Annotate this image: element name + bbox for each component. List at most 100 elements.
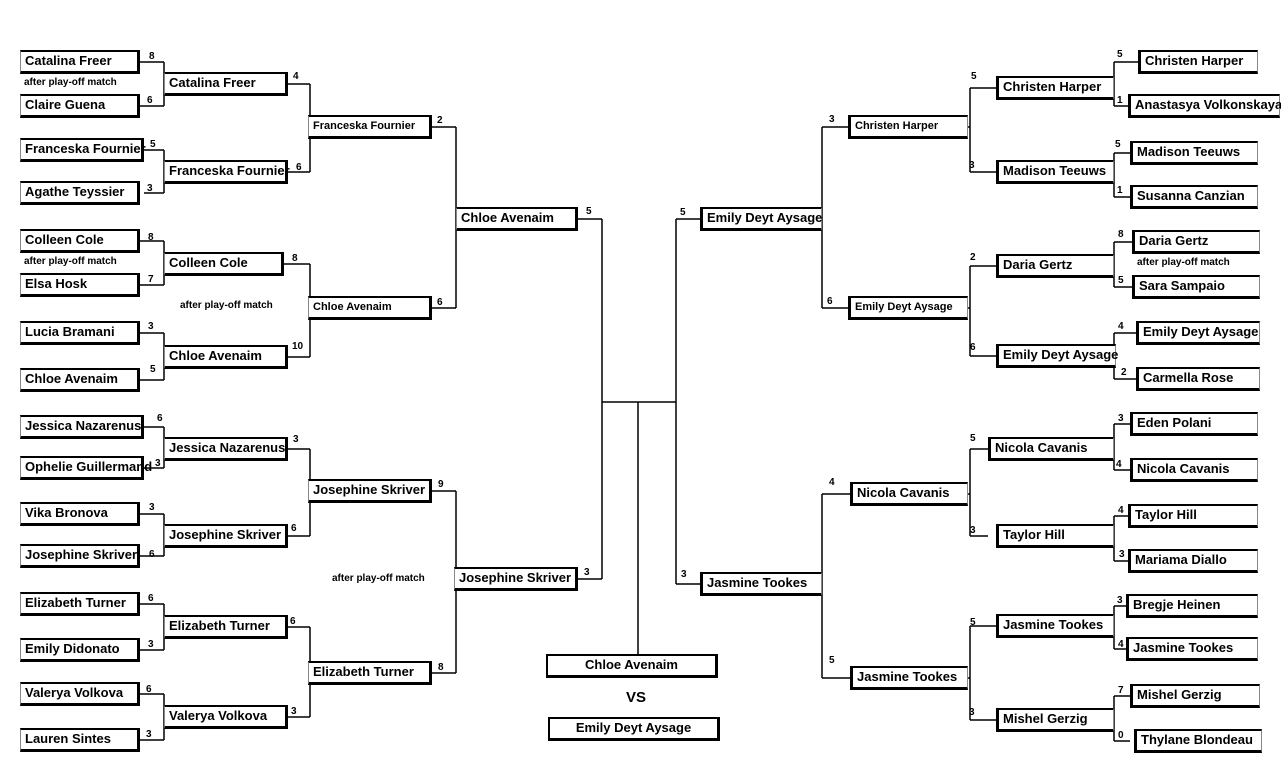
bracket-slot-r12: Mariama Diallo bbox=[1128, 549, 1258, 573]
bracket-slot-b16: Lauren Sintes bbox=[20, 728, 140, 752]
bracket-slot-r15: Mishel Gerzig bbox=[1130, 684, 1260, 708]
bracket-slot-r2c: Daria Gertz bbox=[996, 254, 1114, 278]
bracket-slot-r2: Anastasya Volkonskaya bbox=[1128, 94, 1281, 118]
score-r12: 3 bbox=[1119, 549, 1125, 560]
bracket-slot-r2f: Taylor Hill bbox=[996, 524, 1114, 548]
score-r3b: 6 bbox=[827, 296, 833, 307]
bracket-slot-r3: Madison Teeuws bbox=[1130, 141, 1258, 165]
score-l2a: 4 bbox=[293, 71, 299, 82]
score-r6: 5 bbox=[1118, 275, 1124, 286]
score-l2c: 8 bbox=[292, 253, 298, 264]
bracket-slot-r2b: Madison Teeuws bbox=[996, 160, 1114, 184]
score-b13: 6 bbox=[148, 593, 154, 604]
score-l2g: 6 bbox=[290, 616, 296, 627]
score-r2h: 3 bbox=[969, 707, 975, 718]
score-r4: 1 bbox=[1117, 185, 1123, 196]
score-r4b: 3 bbox=[681, 569, 687, 580]
bracket-slot-b5: Colleen Cole bbox=[20, 229, 140, 253]
bracket-slot-r4a: Emily Deyt Aysage bbox=[700, 207, 822, 231]
score-b6: 7 bbox=[148, 274, 154, 285]
bracket-slot-r5: Daria Gertz bbox=[1132, 230, 1260, 254]
bracket-slot-l2b: Franceska Fournier bbox=[164, 160, 290, 184]
score-l4a: 5 bbox=[586, 206, 592, 217]
bracket-slot-b9: Jessica Nazarenus bbox=[20, 415, 144, 439]
score-r3d: 5 bbox=[829, 655, 835, 666]
score-l3b: 6 bbox=[437, 297, 443, 308]
bracket-slot-b6: Elsa Hosk bbox=[20, 273, 140, 297]
bracket-slot-r1: Christen Harper bbox=[1138, 50, 1258, 74]
bracket-slot-b15: Valerya Volkova bbox=[20, 682, 140, 706]
bracket-slot-b10: Ophelie Guillermand bbox=[20, 456, 152, 480]
score-b4: 3 bbox=[147, 183, 153, 194]
score-l3d: 8 bbox=[438, 662, 444, 673]
bracket-slot-r2e: Nicola Cavanis bbox=[988, 437, 1114, 461]
bracket-slot-r3c: Nicola Cavanis bbox=[850, 482, 968, 506]
score-l2d: 10 bbox=[292, 341, 304, 352]
playoff-note-5: after play-off match bbox=[1137, 257, 1230, 268]
score-b1: 8 bbox=[149, 51, 155, 62]
score-r14: 4 bbox=[1118, 639, 1124, 650]
bracket-slot-b1: Catalina Freer bbox=[20, 50, 140, 74]
score-r9: 3 bbox=[1118, 413, 1124, 424]
score-r13: 3 bbox=[1117, 595, 1123, 606]
final-right-finalist: Emily Deyt Aysage bbox=[548, 717, 720, 741]
score-r2e: 5 bbox=[970, 433, 976, 444]
final-left-finalist: Chloe Avenaim bbox=[546, 654, 718, 678]
score-l2f: 6 bbox=[291, 523, 297, 534]
bracket-slot-r13: Bregje Heinen bbox=[1126, 594, 1258, 618]
score-r2f: 3 bbox=[970, 525, 976, 536]
score-r15: 7 bbox=[1118, 685, 1124, 696]
bracket-slot-l2g: Elizabeth Turner bbox=[164, 615, 288, 639]
bracket-slot-l3d: Elizabeth Turner bbox=[308, 661, 432, 685]
bracket-slot-r3d: Jasmine Tookes bbox=[850, 666, 968, 690]
score-r2g: 5 bbox=[970, 617, 976, 628]
bracket-slot-r4b: Jasmine Tookes bbox=[700, 572, 822, 596]
bracket-slot-b3: Franceska Fournier bbox=[20, 138, 146, 162]
bracket-slot-l2e: Jessica Nazarenus bbox=[164, 437, 288, 461]
score-r2c: 2 bbox=[970, 252, 976, 263]
score-r16: 0 bbox=[1118, 730, 1124, 741]
playoff-note-3: after play-off match bbox=[180, 300, 273, 311]
score-r1: 5 bbox=[1117, 49, 1123, 60]
score-r2b: 3 bbox=[969, 160, 975, 171]
bracket-slot-r2d: Emily Deyt Aysage bbox=[996, 344, 1118, 368]
bracket-slot-l3b: Chloe Avenaim bbox=[308, 296, 432, 320]
score-r2: 1 bbox=[1117, 95, 1123, 106]
bracket-slot-b11: Vika Bronova bbox=[20, 502, 140, 526]
score-b8: 5 bbox=[150, 364, 156, 375]
score-b5: 8 bbox=[148, 232, 154, 243]
bracket-slot-b4: Agathe Teyssier bbox=[20, 181, 140, 205]
score-b9: 6 bbox=[157, 413, 163, 424]
score-r8: 2 bbox=[1121, 367, 1127, 378]
bracket-slot-r6: Sara Sampaio bbox=[1132, 275, 1260, 299]
score-l2h: 3 bbox=[291, 706, 297, 717]
bracket-slot-r2a: Christen Harper bbox=[996, 76, 1114, 100]
bracket-slot-b13: Elizabeth Turner bbox=[20, 592, 140, 616]
playoff-note-2: after play-off match bbox=[24, 256, 117, 267]
score-r5: 8 bbox=[1118, 229, 1124, 240]
score-l4b: 3 bbox=[584, 567, 590, 578]
score-r7: 4 bbox=[1118, 321, 1124, 332]
score-r2d: 6 bbox=[970, 342, 976, 353]
score-b12: 6 bbox=[149, 549, 155, 560]
bracket-slot-r11: Taylor Hill bbox=[1128, 504, 1258, 528]
bracket-slot-l2d: Chloe Avenaim bbox=[164, 345, 288, 369]
bracket-slot-l4a: Chloe Avenaim bbox=[456, 207, 578, 231]
bracket-slot-l2a: Catalina Freer bbox=[164, 72, 288, 96]
score-b10: 3 bbox=[155, 458, 161, 469]
score-r2a: 5 bbox=[971, 71, 977, 82]
bracket-slot-b12: Josephine Skriver bbox=[20, 544, 140, 568]
score-r4a: 5 bbox=[680, 207, 686, 218]
score-b11: 3 bbox=[149, 502, 155, 513]
bracket-slot-b7: Lucia Bramani bbox=[20, 321, 140, 345]
bracket-slot-l2f: Josephine Skriver bbox=[164, 524, 288, 548]
bracket-slot-l2h: Valerya Volkova bbox=[164, 705, 288, 729]
bracket-slot-r8: Carmella Rose bbox=[1136, 367, 1260, 391]
bracket-slot-l3c: Josephine Skriver bbox=[308, 479, 432, 503]
bracket-slot-r9: Eden Polani bbox=[1130, 412, 1258, 436]
score-r3c: 4 bbox=[829, 477, 835, 488]
score-b14: 3 bbox=[148, 639, 154, 650]
bracket-slot-r14: Jasmine Tookes bbox=[1126, 637, 1258, 661]
bracket-slot-l4b: Josephine Skriver bbox=[454, 567, 578, 591]
playoff-note-1: after play-off match bbox=[24, 77, 117, 88]
